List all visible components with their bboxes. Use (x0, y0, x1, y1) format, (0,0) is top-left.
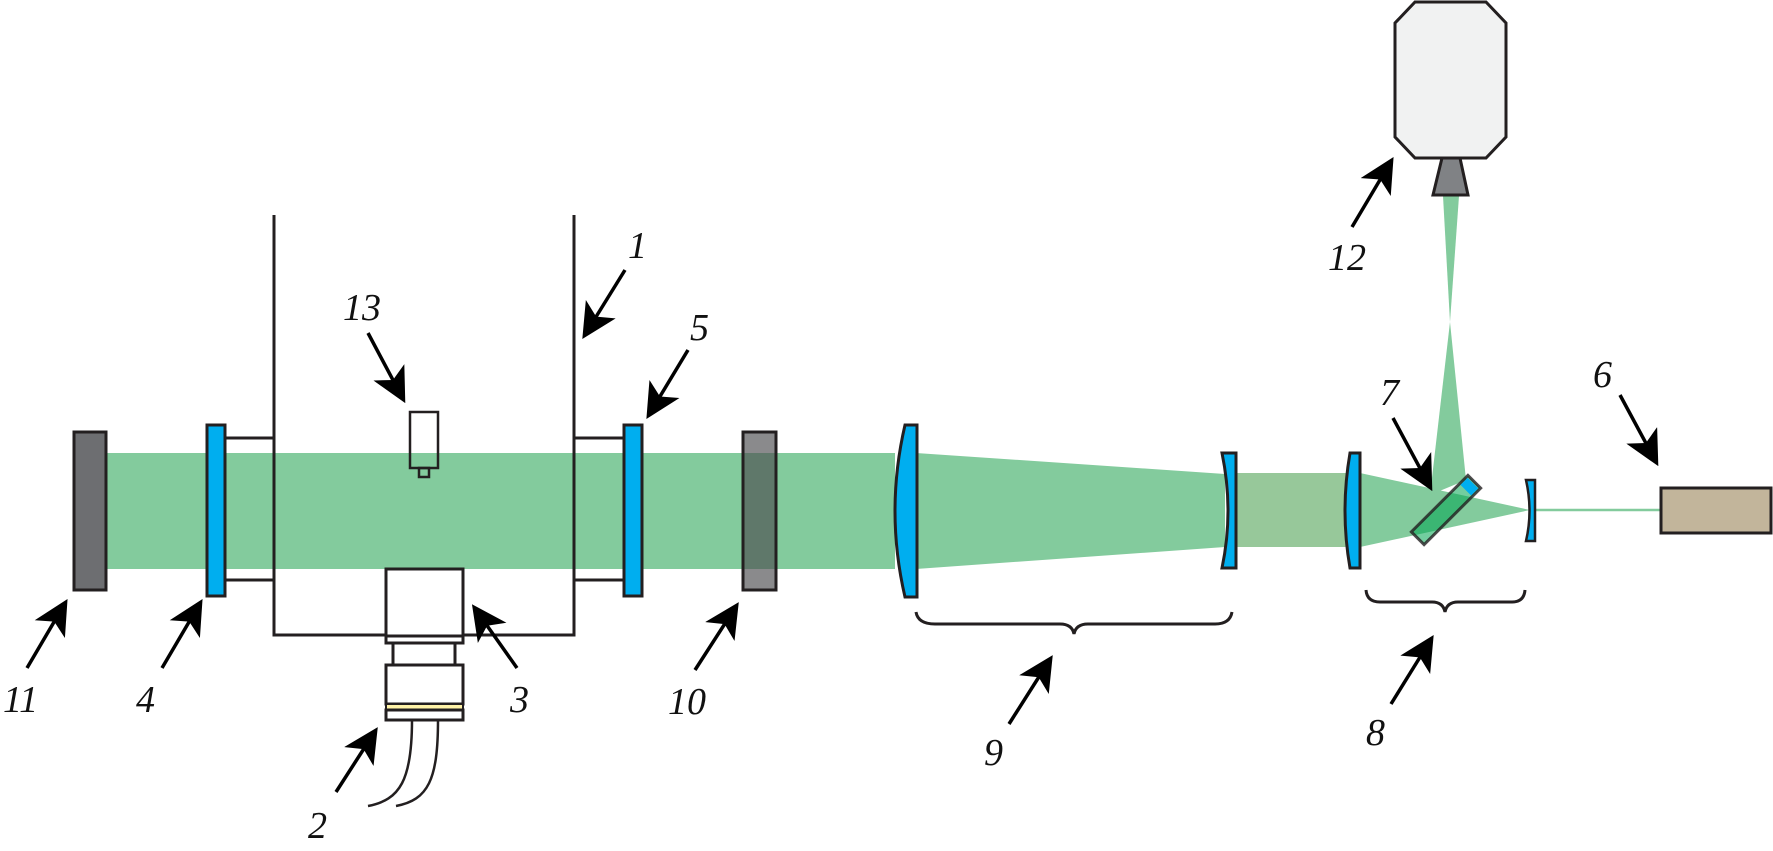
label-13: 13 (343, 287, 381, 329)
window-right (622, 423, 644, 598)
camera-beam-upper (1443, 196, 1459, 322)
mirror (72, 430, 108, 592)
laser (1659, 486, 1773, 535)
arrow-12 (1350, 156, 1394, 228)
label-3: 3 (509, 679, 529, 721)
expander-concave-lens (1524, 478, 1537, 543)
probe (408, 410, 440, 479)
camera-lens (1431, 156, 1470, 197)
brace-8 (1364, 589, 1527, 613)
collimator-telescope (893, 423, 1238, 635)
arrow-8 (1389, 635, 1434, 705)
arrow-13 (366, 332, 406, 404)
arrow-10 (693, 602, 739, 671)
expander-convex-lens (1343, 451, 1362, 570)
label-6: 6 (1593, 354, 1612, 396)
camera-body (1393, 0, 1508, 160)
camera (1393, 0, 1508, 197)
label-2: 2 (308, 805, 327, 847)
arrow-9 (1007, 655, 1053, 725)
label-10: 10 (668, 681, 706, 723)
arrow-4 (160, 598, 203, 669)
label-1: 1 (628, 225, 647, 267)
arrow-6 (1618, 394, 1659, 467)
arrow-2 (334, 727, 378, 793)
filter (741, 430, 778, 592)
convex-lens (893, 423, 919, 599)
sample-holder (384, 567, 465, 638)
label-5: 5 (690, 307, 709, 349)
label-7: 7 (1380, 372, 1401, 414)
arrow-5 (646, 349, 690, 419)
intermediate-beam (1235, 473, 1350, 547)
label-12: 12 (1328, 237, 1366, 279)
arrow-3 (471, 604, 519, 670)
laser-beams (106, 196, 1661, 569)
label-8: 8 (1366, 712, 1385, 754)
pointer-arrows (25, 156, 1659, 793)
converging-beam (916, 453, 1225, 569)
feedthrough (367, 634, 465, 808)
beam-expander (1343, 451, 1537, 613)
callout-labels: 1 2 3 4 5 6 7 8 9 10 11 12 13 (3, 225, 1612, 847)
arrow-7 (1391, 417, 1433, 492)
arrow-11 (25, 598, 68, 669)
concave-lens (1220, 451, 1238, 570)
arrow-1 (582, 269, 627, 339)
beam-splitter (1409, 473, 1483, 547)
label-4: 4 (136, 679, 155, 721)
window-left (205, 423, 227, 598)
label-11: 11 (3, 679, 38, 721)
label-9: 9 (984, 732, 1003, 774)
brace-9 (914, 611, 1234, 635)
camera-beam-lower (1430, 322, 1466, 495)
